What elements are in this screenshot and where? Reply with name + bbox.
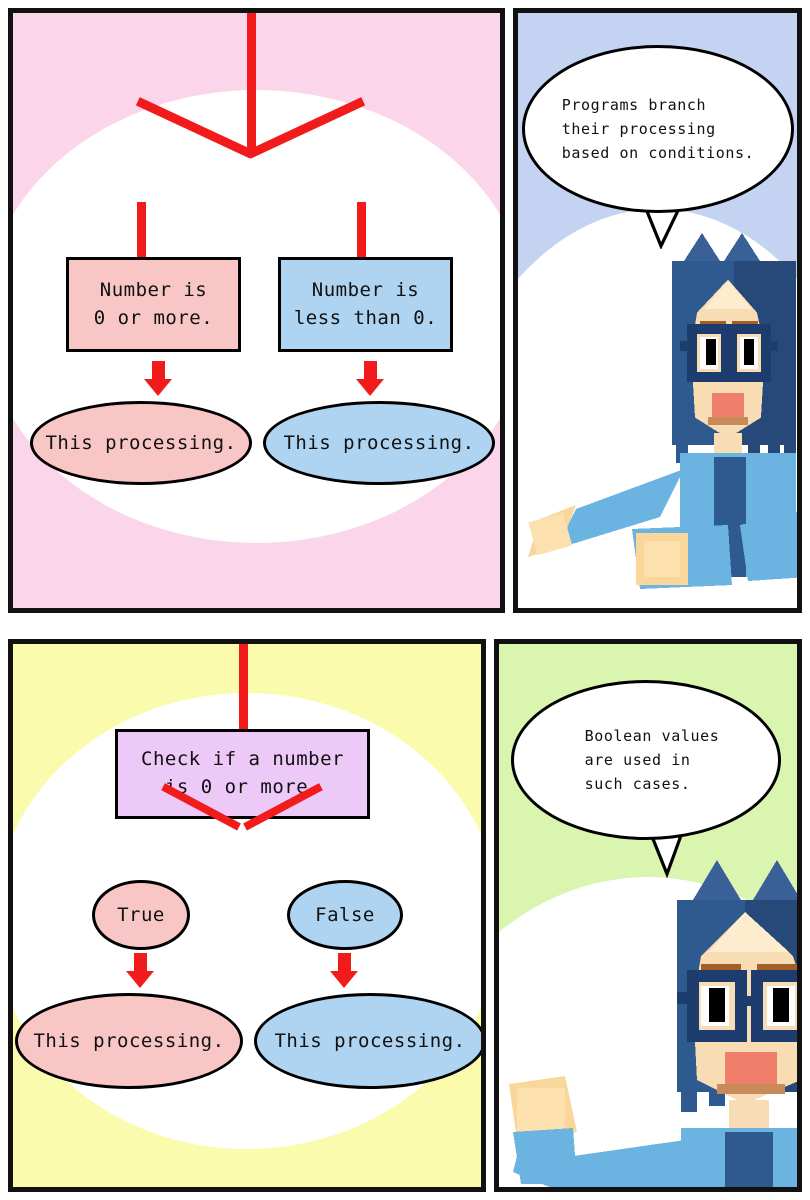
character-pixel-art: [518, 225, 797, 608]
process-left-ellipse: This processing.: [30, 401, 252, 485]
process-right-ellipse: This processing.: [263, 401, 495, 485]
connector-diagonal-right: [247, 97, 366, 159]
panel-top-left: Number is 0 or more. Number is less than…: [8, 8, 505, 613]
panel-bottom-left: Check if a number is 0 or more. True Fal…: [8, 639, 486, 1192]
connector-drop-right: [357, 202, 366, 259]
speech-bubble-text: Boolean values are used in such cases.: [584, 726, 720, 794]
panel-top-right: Programs branch their processing based o…: [513, 8, 802, 613]
flowchart-branching: Number is 0 or more. Number is less than…: [13, 13, 500, 608]
check-condition-box: Check if a number is 0 or more.: [115, 729, 370, 819]
speech-bubble-programs: Programs branch their processing based o…: [522, 45, 794, 213]
character-pixel-art: [499, 840, 797, 1187]
process-true-ellipse: This processing.: [15, 993, 243, 1089]
condition-true-box: Number is 0 or more.: [66, 257, 241, 352]
condition-false-box: Number is less than 0.: [278, 257, 453, 352]
connector-diagonal-left: [135, 97, 254, 159]
flowchart-boolean: Check if a number is 0 or more. True Fal…: [13, 644, 481, 1187]
process-false-ellipse: This processing.: [254, 993, 481, 1089]
speech-bubble-text: Programs branch their processing based o…: [561, 95, 755, 163]
true-ellipse: True: [92, 880, 190, 950]
panel-bottom-right: Boolean values are used in such cases.: [494, 639, 802, 1192]
speech-bubble-boolean: Boolean values are used in such cases.: [511, 680, 781, 840]
connector-trunk: [247, 13, 256, 155]
connector-drop-left: [137, 202, 146, 259]
connector-trunk: [239, 644, 248, 729]
false-ellipse: False: [287, 880, 403, 950]
